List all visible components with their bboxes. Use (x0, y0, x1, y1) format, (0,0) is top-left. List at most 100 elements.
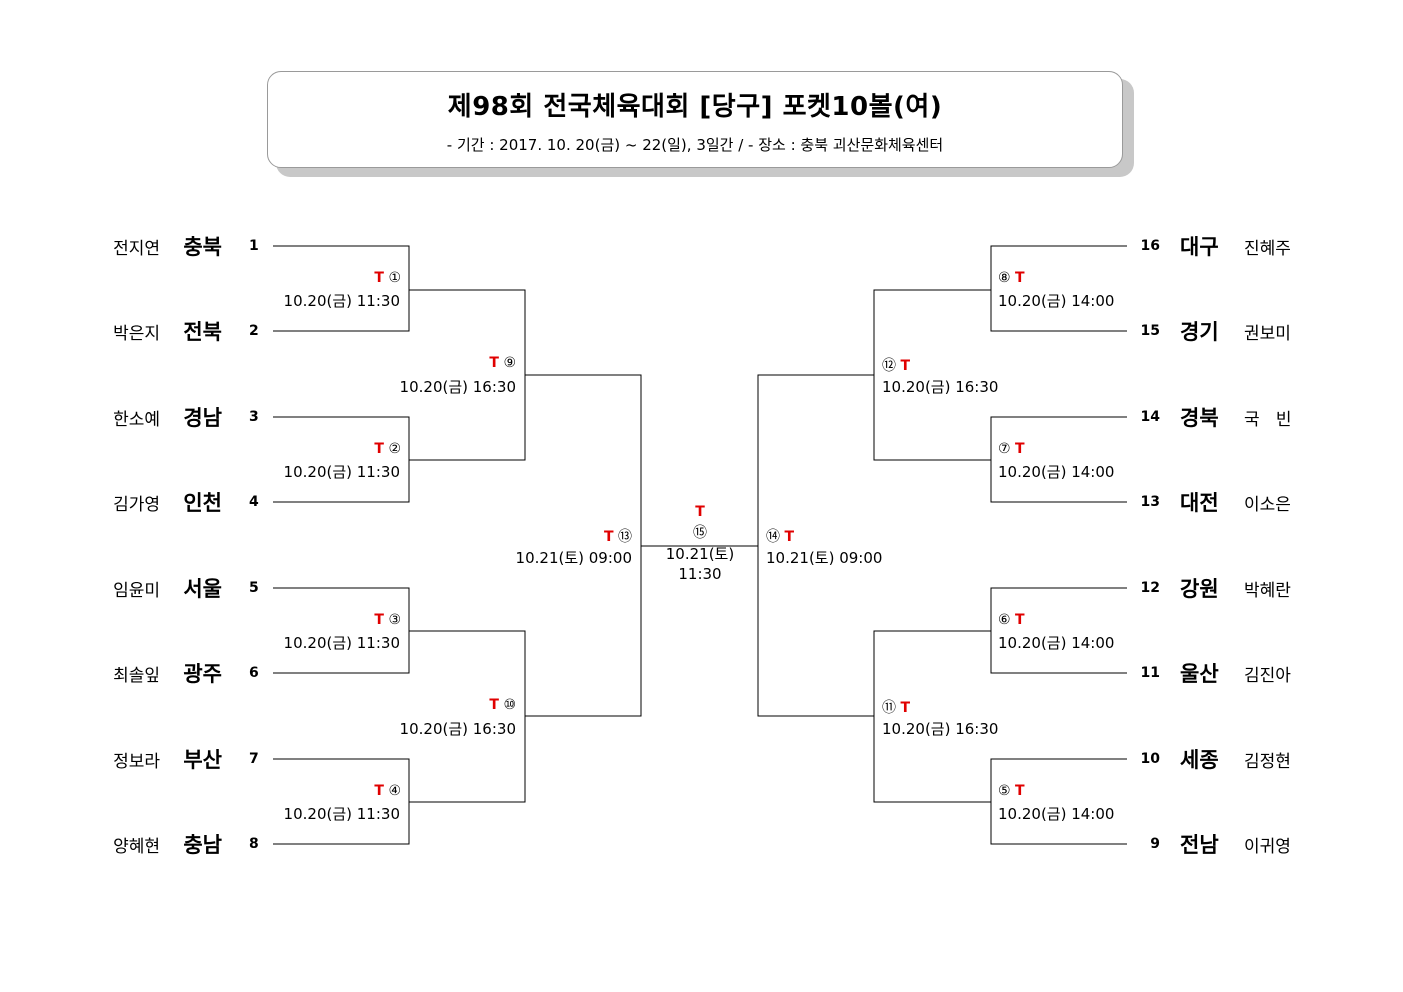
final-block: T ⑮ 10.21(토) 11:30 (650, 504, 750, 583)
bracket-line-match-3 (273, 587, 410, 674)
table-marker: T (489, 697, 499, 713)
region-left-2: 전북 (183, 320, 222, 344)
title-box: 제98회 전국체육대회 [당구] 포켓10볼(여) - 기간 : 2017. 1… (267, 71, 1123, 168)
match-date-5: 10.20(금) 14:00 (998, 805, 1115, 823)
player-name-left-5: 임윤미 (113, 581, 160, 601)
match-date-6: 10.20(금) 14:00 (998, 634, 1115, 652)
seed-left-6: 6 (249, 665, 259, 681)
player-name-right-16: 진혜주 (1244, 239, 1291, 259)
player-name-left-8: 양혜현 (113, 837, 160, 857)
region-left-3: 경남 (183, 406, 222, 430)
match-number: ⑬ (618, 529, 632, 545)
region-right-10: 세종 (1180, 748, 1219, 772)
bracket-line-match-6 (990, 587, 1127, 674)
match-date-7: 10.20(금) 14:00 (998, 463, 1115, 481)
match-number-15: ⑮ (693, 525, 707, 541)
region-left-6: 광주 (183, 662, 222, 686)
player-name-right-14: 국 빈 (1244, 410, 1292, 430)
player-name-right-13: 이소은 (1244, 495, 1291, 515)
seed-right-13: 13 (1140, 494, 1160, 510)
player-name-left-6: 최솔잎 (113, 666, 160, 686)
player-name-left-2: 박은지 (113, 324, 160, 344)
region-right-14: 경북 (1180, 406, 1219, 430)
bracket-line-match-8 (990, 245, 1127, 332)
bracket-line-match-2 (273, 416, 410, 503)
player-name-right-10: 김정현 (1244, 752, 1291, 772)
table-marker: T (1015, 270, 1025, 286)
match-date-15: 10.21(토) (665, 545, 735, 563)
match-number: ③ (388, 612, 401, 628)
bracket-line-match-10 (409, 630, 526, 803)
player-name-right-9: 이귀영 (1244, 837, 1291, 857)
table-marker: T (695, 504, 705, 520)
match-tag-4: T ④ (374, 783, 401, 799)
seed-right-14: 14 (1140, 409, 1160, 425)
match-number: ② (388, 441, 401, 457)
match-number: ⑧ (998, 270, 1011, 286)
player-name-right-12: 박혜란 (1244, 581, 1291, 601)
region-left-8: 충남 (183, 833, 222, 857)
region-left-1: 충북 (183, 235, 222, 259)
match-tag-7: ⑦ T (998, 441, 1025, 457)
match-tag-2: T ② (374, 441, 401, 457)
player-name-right-15: 권보미 (1244, 324, 1291, 344)
region-right-9: 전남 (1180, 833, 1219, 857)
match-number: ⑪ (882, 700, 896, 716)
match-date-13: 10.21(토) 09:00 (515, 549, 632, 567)
region-left-5: 서울 (183, 577, 222, 601)
match-date-3: 10.20(금) 11:30 (283, 634, 400, 652)
seed-left-2: 2 (249, 323, 259, 339)
seed-right-11: 11 (1140, 665, 1160, 681)
region-right-16: 대구 (1180, 235, 1219, 259)
seed-right-12: 12 (1140, 580, 1160, 596)
match-date-10: 10.20(금) 16:30 (399, 720, 516, 738)
table-marker: T (489, 355, 499, 371)
region-left-7: 부산 (183, 748, 222, 772)
player-name-left-3: 한소예 (113, 410, 160, 430)
match-tag-8: ⑧ T (998, 270, 1025, 286)
seed-right-10: 10 (1140, 751, 1160, 767)
match-number: ⑥ (998, 612, 1011, 628)
match-number: ⑭ (766, 529, 780, 545)
match-number: ⑨ (503, 355, 516, 371)
seed-left-7: 7 (249, 751, 259, 767)
table-marker: T (900, 358, 911, 374)
region-right-15: 경기 (1180, 320, 1219, 344)
match-number: ⑤ (998, 783, 1011, 799)
region-right-13: 대전 (1180, 491, 1219, 515)
page-subtitle: - 기간 : 2017. 10. 20(금) ~ 22(일), 3일간 / - … (446, 136, 944, 154)
seed-left-5: 5 (249, 580, 259, 596)
page-title: 제98회 전국체육대회 [당구] 포켓10볼(여) (447, 92, 943, 122)
match-date-12: 10.20(금) 16:30 (882, 378, 999, 396)
bracket-line-match-1 (273, 245, 410, 332)
table-marker: T (1015, 441, 1025, 457)
match-time-15: 11:30 (678, 565, 722, 583)
match-date-1: 10.20(금) 11:30 (283, 292, 400, 310)
match-date-11: 10.20(금) 16:30 (882, 720, 999, 738)
player-name-left-1: 전지연 (113, 239, 160, 259)
seed-left-1: 1 (249, 238, 259, 254)
bracket-line-match-7 (990, 416, 1127, 503)
match-date-2: 10.20(금) 11:30 (283, 463, 400, 481)
match-date-9: 10.20(금) 16:30 (399, 378, 516, 396)
match-number: ① (388, 270, 401, 286)
match-tag-14: ⑭ T (766, 526, 794, 546)
bracket-line-match-12 (873, 289, 991, 461)
match-number: ④ (388, 783, 401, 799)
table-marker: T (374, 612, 384, 628)
table-marker: T (603, 529, 614, 545)
region-left-4: 인천 (183, 491, 222, 515)
region-right-11: 울산 (1180, 662, 1219, 686)
table-marker: T (374, 441, 384, 457)
seed-right-16: 16 (1140, 238, 1160, 254)
seed-right-9: 9 (1150, 836, 1160, 852)
table-marker: T (1015, 612, 1025, 628)
match-tag-13: T ⑬ (604, 526, 632, 546)
bracket-line-match-9 (409, 289, 526, 461)
player-name-left-4: 김가영 (113, 495, 160, 515)
seed-left-3: 3 (249, 409, 259, 425)
match-tag-3: T ③ (374, 612, 401, 628)
match-tag-11: ⑪ T (882, 697, 910, 717)
match-tag-10: T ⑩ (489, 697, 516, 713)
